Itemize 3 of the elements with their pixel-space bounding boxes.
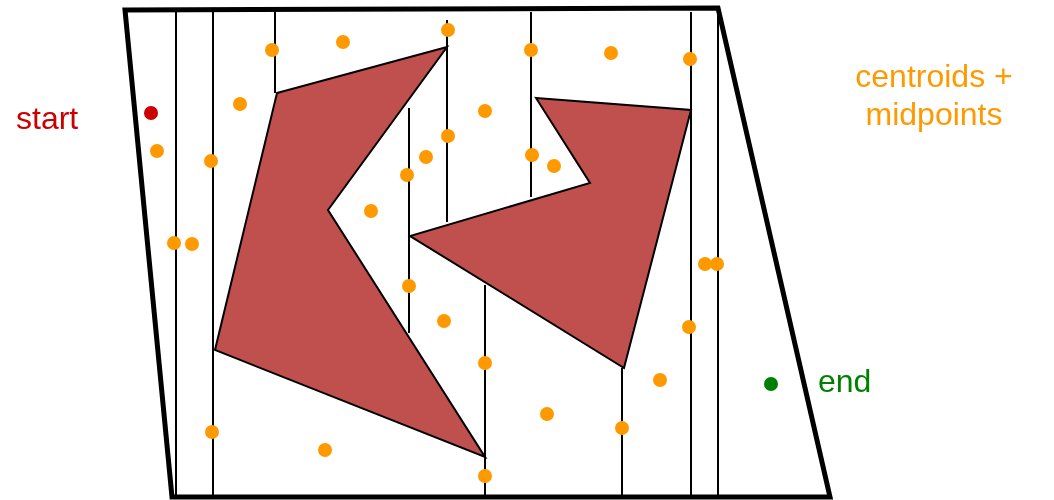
point-label: end (818, 362, 872, 400)
legend-text: centroids + midpoints (854, 57, 1014, 133)
point-label: start (16, 99, 79, 137)
